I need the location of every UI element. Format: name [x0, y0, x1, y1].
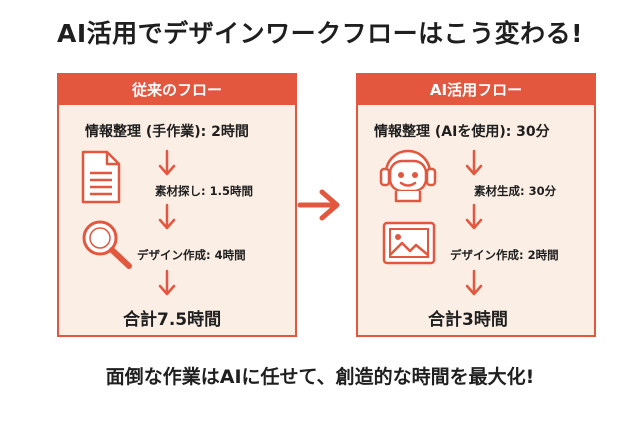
arrow-down-icon: [158, 149, 176, 176]
arrow-down-icon: [465, 203, 483, 230]
image-icon: [382, 221, 436, 265]
page-title: AI活用でデザインワークフローはこう変わる!: [56, 19, 584, 48]
ai-total: 合計3時間: [428, 310, 508, 330]
traditional-flow-panel: 従来のフロー 情報整理 (手作業): 2時間 素材探し: 1.5時間 デザイン作…: [57, 73, 297, 337]
arrow-down-icon: [158, 203, 176, 230]
footer-message: 面倒な作業はAIに任せて、創造的な時間を最大化!: [105, 366, 535, 388]
arrow-down-icon: [465, 149, 483, 176]
traditional-total: 合計7.5時間: [123, 310, 222, 330]
arrow-down-icon: [158, 269, 176, 296]
magnifier-icon: [82, 220, 132, 269]
arrow-right-icon: [297, 189, 340, 221]
ai-step-design: デザイン作成: 2時間: [450, 248, 559, 262]
traditional-step-design: デザイン作成: 4時間: [137, 248, 246, 262]
robot-icon: [379, 149, 437, 203]
ai-flow-panel: AI活用フロー 情報整理 (AIを使用): 30分 素材生成: 30分 デザイン…: [356, 73, 596, 337]
ai-step-material: 素材生成: 30分: [474, 184, 557, 198]
document-icon: [81, 150, 121, 204]
ai-flow-header: AI活用フロー: [358, 75, 594, 105]
traditional-flow-header: 従来のフロー: [59, 75, 295, 105]
arrow-down-icon: [465, 269, 483, 296]
traditional-step-material: 素材探し: 1.5時間: [155, 184, 253, 198]
ai-step-info: 情報整理 (AIを使用): 30分: [374, 124, 550, 140]
traditional-step-info: 情報整理 (手作業): 2時間: [85, 124, 249, 140]
